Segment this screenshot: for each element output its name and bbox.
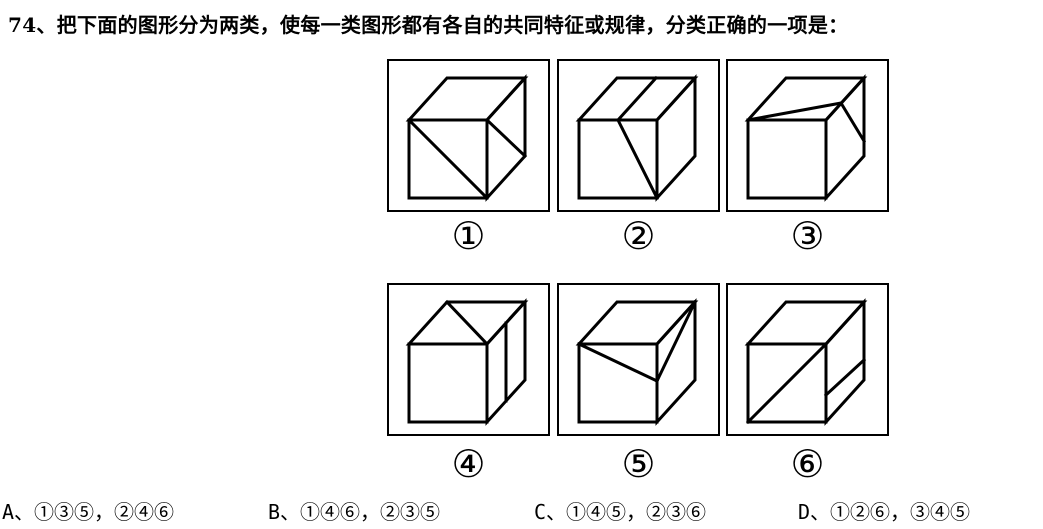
figure-1-cube xyxy=(387,59,550,212)
cube-front-face xyxy=(746,118,828,200)
cube-front-face xyxy=(577,118,659,200)
option-c[interactable]: C、①④⑤，②③⑥ xyxy=(534,500,707,524)
figure-4-cube xyxy=(387,283,550,436)
side-horizontal-line xyxy=(823,357,867,398)
figure-3-label: ③ xyxy=(790,214,825,258)
figure-3-cube xyxy=(726,59,889,212)
cube-side-face xyxy=(655,298,697,426)
cube-side-face xyxy=(655,74,697,202)
cube-side-face xyxy=(824,74,866,202)
figure-1-label: ① xyxy=(451,214,486,258)
side-diagonal-line xyxy=(484,117,528,159)
figure-6-cube xyxy=(726,283,889,436)
front-diagonal-line xyxy=(745,341,829,425)
figure-2-cube xyxy=(557,59,720,212)
top-split-line xyxy=(615,75,659,123)
side-slant-line xyxy=(838,100,867,144)
figure-4-label: ④ xyxy=(451,442,486,486)
figure-6-label: ⑥ xyxy=(790,442,825,486)
question-text: 74、把下面的图形分为两类，使每一类图形都有各自的共同特征或规律，分类正确的一项… xyxy=(8,13,849,37)
cube-side-face xyxy=(485,298,527,426)
figure-5-cube xyxy=(557,283,720,436)
option-a[interactable]: A、①③⑤，②④⑥ xyxy=(2,500,175,524)
front-slant-line xyxy=(615,117,660,201)
option-b[interactable]: B、①④⑥，②③⑤ xyxy=(268,500,441,524)
front-slant-line xyxy=(577,342,659,383)
figure-2-label: ② xyxy=(621,214,656,258)
cube-front-face xyxy=(407,342,489,424)
front-diagonal-line xyxy=(406,117,490,201)
cube-front-face xyxy=(577,342,659,424)
top-slant-line xyxy=(746,101,843,122)
option-d[interactable]: D、①②⑥，③④⑤ xyxy=(798,500,971,524)
figure-5-label: ⑤ xyxy=(621,442,656,486)
cube-side-face xyxy=(824,298,866,426)
side-slant-line xyxy=(654,299,698,384)
top-diagonal-line xyxy=(444,299,490,347)
